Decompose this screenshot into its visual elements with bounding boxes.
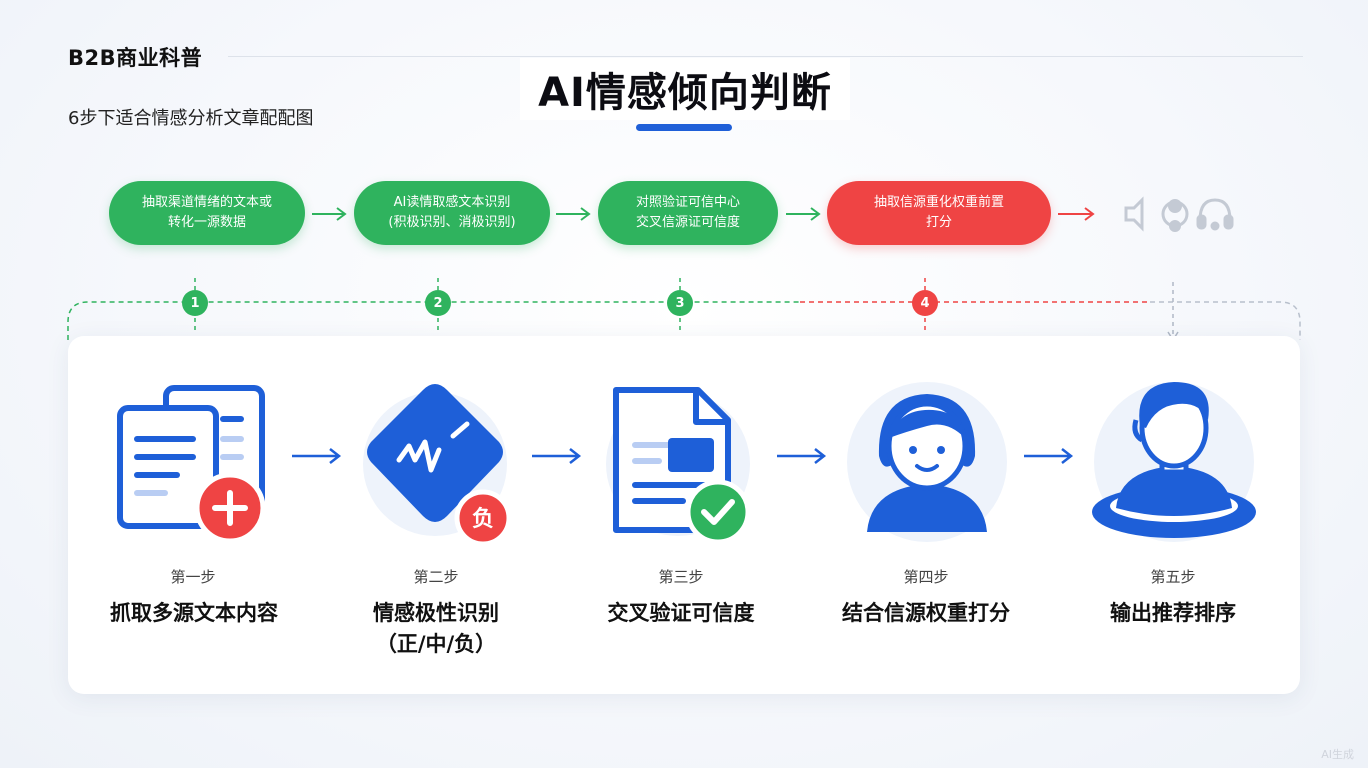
flow-pill-4-line1: 抽取信源重化权重前置 (873, 195, 1004, 210)
arrow-right-icon (1024, 448, 1074, 464)
step-4-title: 结合信源权重打分 (842, 601, 1010, 625)
step-2-label: 第二步 (413, 568, 459, 586)
user-circle-icon (1161, 199, 1189, 232)
headset-icon (1196, 198, 1234, 231)
watermark: AI生成 (1321, 748, 1354, 761)
page-subtitle: 6步下适合情感分析文章配配图 (68, 108, 314, 129)
header-divider (228, 56, 1303, 57)
step-badge-2: 2 (425, 290, 451, 316)
step-1-label: 第一步 (170, 568, 216, 586)
documents-plus-icon (117, 385, 266, 542)
negative-badge-text: 负 (472, 507, 494, 532)
document-check-icon (606, 387, 751, 544)
step-badge-1: 1 (182, 290, 208, 316)
flow-pill-3-line2: 交叉信源证可信度 (635, 215, 740, 230)
step-5-title: 输出推荐排序 (1110, 601, 1236, 625)
flow-pill-2: AI读情取感文本识别 (积极识别、消极识别) (354, 181, 550, 245)
flow-pill-1-line1: 抽取渠道情绪的文本或 (141, 195, 272, 210)
sentiment-diamond-icon: 负 (363, 384, 512, 544)
arrow-right-icon (532, 448, 582, 464)
step-1-title: 抓取多源文本内容 (110, 601, 278, 625)
flow-pill-1-line2: 转化一源数据 (167, 215, 246, 230)
person-female-icon (847, 382, 1007, 542)
arrow-right-icon (556, 207, 591, 221)
speaker-icon (1124, 196, 1144, 232)
step-4-label: 第四步 (903, 568, 949, 586)
flow-pill-2-line2: (积极识别、消极识别) (388, 215, 516, 230)
step-2-title-line1: 情感极性识别 (373, 601, 499, 625)
arrow-right-icon (786, 207, 821, 221)
arrow-right-icon (1058, 207, 1095, 221)
flow-pill-2-line1: AI读情取感文本识别 (393, 195, 511, 210)
step-badge-4: 4 (912, 290, 938, 316)
flow-pill-1: 抽取渠道情绪的文本或 转化一源数据 (109, 181, 305, 245)
faded-icons-group (1124, 196, 1234, 232)
arrow-right-icon (777, 448, 827, 464)
step-2-title: 情感极性识别 （正/中/负） (326, 598, 546, 660)
title-block: AI情感倾向判断 (520, 58, 850, 120)
title-underline (636, 124, 732, 131)
step-3-label: 第三步 (658, 568, 704, 586)
step-3-title: 交叉验证可信度 (607, 601, 755, 625)
brand-label: B2B商业科普 (68, 46, 203, 70)
page-title: AI情感倾向判断 (538, 70, 832, 116)
person-male-icon (1092, 382, 1256, 542)
step-badge-3: 3 (667, 290, 693, 316)
flow-pill-4: 抽取信源重化权重前置 打分 (827, 181, 1051, 245)
flow-pill-3-line1: 对照验证可信中心 (635, 195, 740, 210)
step-5-label: 第五步 (1150, 568, 1196, 586)
arrow-right-icon (292, 448, 342, 464)
flow-pill-4-line2: 打分 (925, 215, 952, 230)
arrow-right-icon (312, 207, 347, 221)
step-2-title-line2: （正/中/负） (375, 632, 497, 656)
flow-pill-3: 对照验证可信中心 交叉信源证可信度 (598, 181, 778, 245)
